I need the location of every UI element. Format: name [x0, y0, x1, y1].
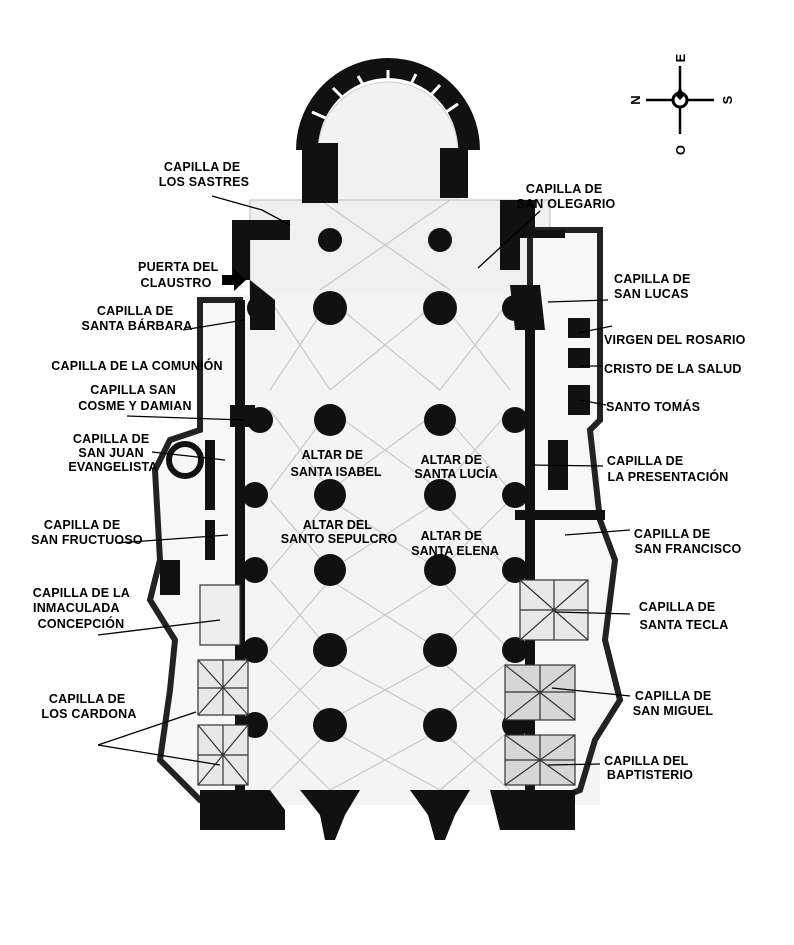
apse-ribs — [311, 70, 459, 122]
label-cristo-salud: CRISTO DE LA SALUD — [604, 362, 742, 376]
head-walls — [232, 143, 565, 330]
left-niches — [160, 405, 255, 595]
altar-santa-elena: ALTAR DE SANTA ELENA — [411, 529, 499, 558]
label-san-juan-evangelista: CAPILLA DE SAN JUAN EVANGELISTA — [68, 432, 157, 474]
label-virgen-rosario: VIRGEN DEL ROSARIO — [604, 333, 746, 347]
chapel-labels: CAPILLA DE LOS SASTRES CAPILLA DE SAN OL… — [31, 160, 745, 782]
label-comunion: CAPILLA DE LA COMUNIÓN — [51, 358, 223, 373]
label-santa-tecla: CAPILLA DE SANTA TECLA — [639, 600, 729, 632]
label-san-lucas: CAPILLA DE SAN LUCAS — [614, 272, 694, 301]
compass-north-label: N — [628, 95, 643, 104]
altar-santa-isabel: ALTAR DE SANTA ISABEL — [291, 448, 382, 479]
compass-south-label: S — [720, 95, 735, 104]
west-facade — [200, 790, 575, 840]
label-san-fructuoso: CAPILLA DE SAN FRUCTUOSO — [31, 518, 143, 547]
label-los-sastres: CAPILLA DE LOS SASTRES — [159, 160, 249, 189]
altar-santo-sepulcro: ALTAR DEL SANTO SEPULCRO — [281, 518, 398, 546]
label-santo-tomas: SANTO TOMÁS — [606, 399, 700, 414]
altar-labels: ALTAR DE SANTA ISABEL ALTAR DE SANTA LUC… — [281, 448, 499, 558]
label-cosme-damian: CAPILLA SAN COSME Y DAMIAN — [78, 383, 191, 413]
door-arrow-icon — [222, 269, 246, 291]
label-inmaculada-concepcion: CAPILLA DE LA INMACULADA CONCEPCIÓN — [33, 586, 134, 631]
plan-drawing — [146, 58, 624, 840]
apse-interior — [317, 81, 459, 231]
pillars — [242, 228, 528, 742]
star-vault-chapels — [197, 579, 589, 786]
compass-east-label: E — [673, 53, 688, 62]
right-niches — [515, 318, 605, 520]
label-san-olegario: CAPILLA DE SAN OLEGARIO — [517, 182, 616, 211]
label-presentacion: CAPILLA DE LA PRESENTACIÓN — [607, 454, 729, 484]
label-baptisterio: CAPILLA DEL BAPTISTERIO — [604, 754, 693, 782]
label-san-miguel: CAPILLA DE SAN MIGUEL — [633, 689, 715, 718]
compass-west-label: O — [673, 145, 688, 155]
compass-rose: E N S O — [628, 53, 735, 155]
label-san-francisco: CAPILLA DE SAN FRANCISCO — [634, 527, 742, 556]
label-puerta-claustro: PUERTA DEL CLAUSTRO — [138, 260, 222, 290]
apse-wall — [296, 58, 480, 150]
altar-santa-lucia: ALTAR DE SANTA LUCÍA — [414, 453, 497, 481]
label-santa-barbara: CAPILLA DE SANTA BÁRBARA — [82, 304, 193, 333]
leader-lines — [97, 195, 631, 766]
label-los-cardona: CAPILLA DE LOS CARDONA — [41, 692, 136, 721]
nave-outer-wall — [235, 300, 535, 805]
